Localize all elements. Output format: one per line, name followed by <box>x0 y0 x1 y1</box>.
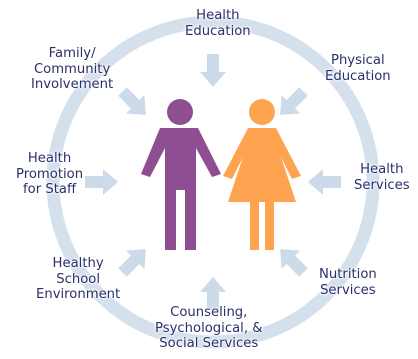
arrow-left <box>85 169 118 195</box>
arrow-right <box>308 169 341 195</box>
arrow-top <box>200 54 226 87</box>
label-health-promotion-staff: Health Promotion for Staff <box>16 151 84 197</box>
ring <box>46 15 380 349</box>
label-healthy-school-environment: Healthy School Environment <box>36 256 121 302</box>
arrow-bottom-left <box>118 249 146 277</box>
label-nutrition-services: Nutrition Services <box>319 267 377 298</box>
label-family-community: Family/ Community Involvement <box>31 46 114 92</box>
arrow-top-left <box>118 87 146 115</box>
arrow-bottom-right <box>280 249 308 277</box>
label-physical-education: Physical Education <box>325 53 391 84</box>
male-figure-icon <box>141 99 221 250</box>
label-health-services: Health Services <box>354 162 410 193</box>
female-figure-icon <box>223 99 301 250</box>
arrow-bottom <box>200 277 226 310</box>
label-counseling: Counseling, Psychological, & Social Serv… <box>155 305 263 351</box>
label-health-education: Health Education <box>185 8 251 39</box>
arrow-top-right <box>280 87 308 115</box>
